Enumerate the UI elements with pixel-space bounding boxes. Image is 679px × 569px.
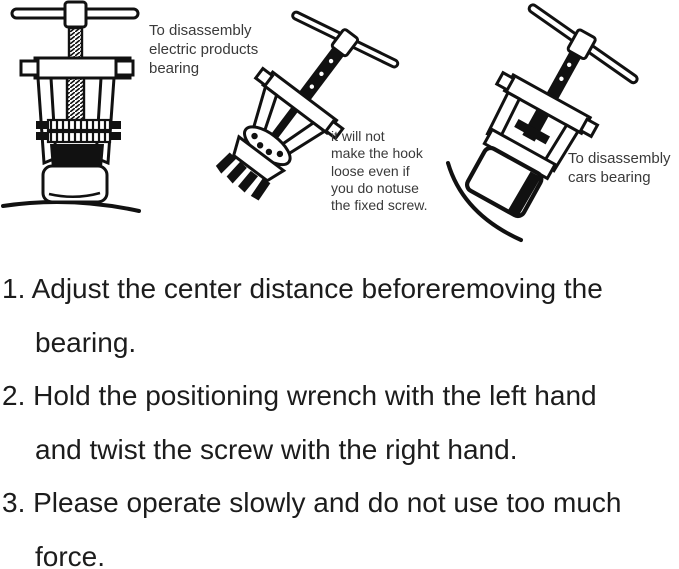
yoke-crossbar	[494, 70, 600, 139]
screw-shaft	[297, 47, 344, 103]
puller-body	[215, 28, 360, 201]
screw-shaft	[545, 51, 582, 102]
ground-line	[446, 161, 523, 242]
gear-with-teeth	[215, 134, 287, 201]
caption-line: electric products	[149, 41, 259, 58]
instruction-1-line-2: bearing.	[35, 326, 137, 358]
caption-line: make the hook	[331, 145, 423, 162]
instruction-list: 1. Adjust the center distance beforeremo…	[0, 262, 679, 569]
caption-line: cars bearing	[568, 169, 651, 186]
caption-line: it will not	[331, 128, 385, 144]
caption-line: To disassembly	[149, 22, 252, 39]
t-handle	[10, 0, 140, 29]
caption-line: loose even if	[331, 162, 410, 179]
caption-electric-products-bearing: To disassembly electric products bearing	[149, 21, 258, 78]
instruction-2-line-1: 2. Hold the positioning wrench with the …	[2, 380, 597, 411]
caption-line: To disassembly	[568, 150, 671, 167]
puller-arms	[485, 90, 581, 173]
yoke-crossbar	[19, 56, 135, 80]
instruction-3-line-1: 3. Please operate slowly and do not use …	[2, 487, 622, 518]
instruction-3-line-2: force.	[35, 540, 106, 569]
bearing-rings	[36, 118, 121, 144]
shaft-cylinder	[465, 145, 544, 219]
instruction-1-line-1: 1. Adjust the center distance beforeremo…	[2, 273, 603, 304]
instruction-2-line-2: and twist the screw with the right hand.	[35, 433, 518, 465]
yoke-crossbar	[253, 66, 345, 141]
vertical-bearing-puller-illustration	[1, 0, 141, 213]
tilted-puller-on-shaft-illustration	[446, 3, 639, 242]
puller-body	[465, 28, 600, 219]
caption-line: bearing	[149, 60, 200, 77]
pulled-part-block	[41, 144, 109, 204]
caption-hook-will-not-loose: it will not make the hook loose even if …	[331, 128, 428, 214]
caption-cars-bearing: To disassembly cars bearing	[568, 149, 671, 187]
caption-line: you do notuse	[331, 179, 419, 196]
caption-line: the fixed screw.	[331, 197, 428, 214]
tilted-puller-on-gear-illustration	[215, 10, 400, 201]
